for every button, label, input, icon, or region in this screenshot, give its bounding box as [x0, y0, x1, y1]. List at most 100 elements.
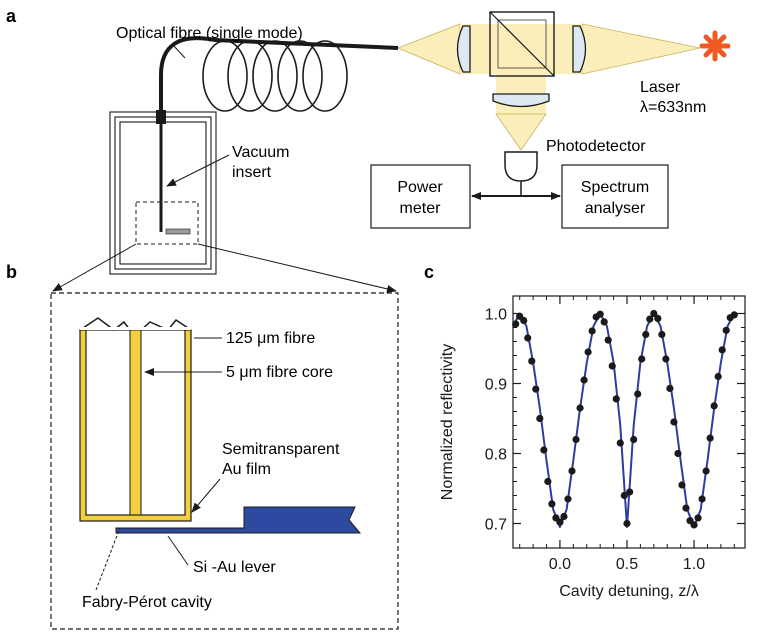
data-point	[630, 435, 638, 444]
beam-splitter	[489, 11, 555, 77]
data-point	[698, 495, 706, 503]
panel-c-label: c	[424, 262, 434, 282]
photodetector-icon	[504, 151, 538, 196]
power-meter-box	[370, 164, 471, 229]
data-point	[702, 467, 710, 475]
data-point	[650, 309, 658, 318]
data-point	[584, 348, 592, 356]
x-tick-label: 0.0	[549, 556, 571, 573]
y-tick-label: 0.7	[485, 517, 507, 534]
lens-left	[456, 25, 471, 73]
data-point	[596, 310, 604, 318]
cavity-label: Fabry-Pérot cavity	[82, 594, 212, 611]
data-point	[560, 512, 568, 521]
spectrum-label-1: Spectrum	[581, 179, 649, 196]
plot-frame	[512, 295, 746, 549]
laser-icon	[699, 30, 731, 62]
core-size-label: 5 μm fibre core	[226, 364, 333, 381]
data-point	[694, 514, 702, 522]
data-point	[662, 355, 670, 363]
fibre-cross-section	[79, 317, 192, 522]
lens-bottom	[492, 93, 550, 108]
lever-pointer	[167, 535, 189, 566]
data-point	[572, 435, 580, 444]
zoom-arrow-left	[52, 243, 137, 292]
panel-b-label: b	[6, 262, 17, 282]
y-tick-label: 0.9	[485, 377, 507, 394]
data-point	[612, 395, 620, 403]
y-axis-label: Normalized reflectivity	[439, 344, 456, 500]
small-lever	[165, 228, 191, 235]
power-meter-label-1: Power	[397, 179, 443, 196]
x-axis-label: Cavity detuning, z/λ	[559, 583, 699, 600]
data-point	[674, 449, 682, 458]
data-point	[678, 481, 686, 489]
vacuum-pointer	[166, 154, 230, 187]
data-point	[666, 384, 674, 392]
data-point	[532, 385, 540, 393]
data-point	[706, 434, 714, 442]
fibre-connector	[156, 110, 166, 124]
data-point	[654, 314, 662, 322]
panel-a: a Laser	[6, 6, 731, 275]
data-point	[634, 390, 642, 398]
wavelength-label: λ=633nm	[640, 99, 706, 116]
x-tick-label: 1.0	[683, 556, 705, 573]
data-point	[646, 315, 654, 323]
data-point	[580, 376, 588, 384]
data-point	[520, 316, 528, 325]
data-point	[576, 404, 584, 412]
x-tick-label: 0.5	[616, 556, 638, 573]
vacuum-label-1: Vacuum	[232, 144, 290, 161]
data-point	[714, 372, 722, 381]
data-point	[588, 327, 596, 335]
data-point	[604, 336, 612, 344]
data-point	[616, 439, 624, 447]
data-point	[710, 402, 718, 410]
vacuum-label-2: insert	[232, 164, 272, 181]
au-film-label-1: Semitransparent	[222, 441, 340, 458]
fibre-pointer	[171, 43, 186, 59]
zoom-arrow-right	[197, 243, 397, 293]
data-point	[730, 311, 738, 319]
data-point	[556, 518, 564, 526]
fibre-size-label: 125 μm fibre	[226, 330, 315, 347]
data-point	[540, 446, 548, 454]
data-point	[682, 504, 690, 512]
lever-label: Si -Au lever	[193, 559, 276, 576]
laser-label: Laser	[640, 79, 681, 96]
au-film-pointer	[191, 478, 221, 513]
spectrum-label-2: analyser	[585, 200, 646, 217]
data-point	[608, 362, 616, 370]
spectrum-analyser-box	[561, 164, 669, 229]
data-point	[564, 495, 572, 503]
laser-beam	[396, 23, 701, 151]
panel-a-label: a	[6, 6, 17, 26]
data-point	[670, 418, 678, 426]
data-point	[512, 320, 520, 328]
cavity-pointer	[95, 527, 121, 591]
data-point	[638, 355, 646, 363]
dashed-zoom-box	[135, 201, 199, 245]
optical-fibre	[159, 36, 399, 118]
zoom-frame	[50, 292, 399, 630]
data-point	[544, 477, 552, 486]
power-meter-label-2: meter	[400, 200, 442, 217]
data-point	[600, 318, 608, 326]
data-point	[722, 326, 730, 334]
fibre-label: Optical fibre (single mode)	[116, 25, 303, 42]
data-point	[690, 521, 698, 529]
data-point	[642, 330, 650, 339]
photodetector-label: Photodetector	[546, 138, 646, 155]
y-tick-label: 0.8	[485, 447, 507, 464]
lens-right	[572, 25, 587, 73]
y-tick-label: 1.0	[485, 307, 507, 324]
data-point	[623, 519, 631, 528]
data-point	[568, 467, 576, 475]
data-point	[524, 334, 532, 342]
data-point	[548, 500, 556, 508]
au-film-label-2: Au film	[222, 461, 271, 478]
si-au-lever	[115, 506, 362, 534]
